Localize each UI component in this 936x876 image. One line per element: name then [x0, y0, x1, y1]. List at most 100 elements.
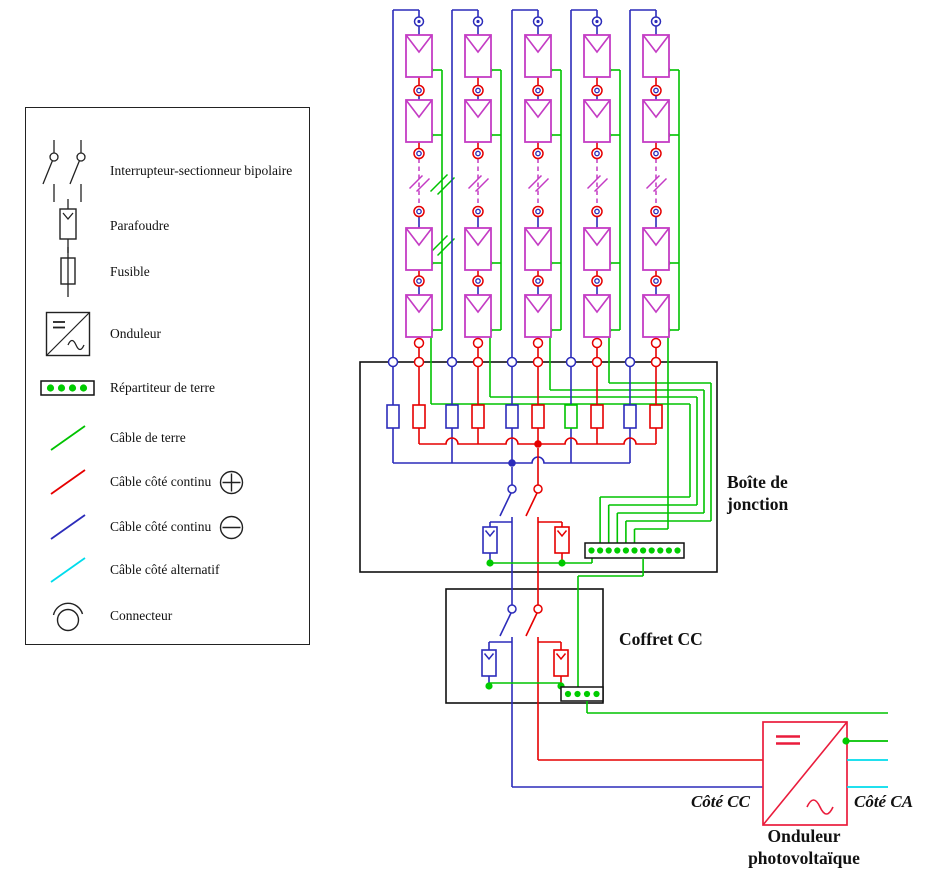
- earth-bar-dot: [622, 547, 630, 554]
- legend-symbol: [26, 421, 110, 455]
- break-mark: [527, 174, 543, 190]
- pv-module: [583, 227, 611, 271]
- connector-icon: [472, 356, 484, 368]
- legend-item-label: Câble de terre: [110, 430, 186, 446]
- pv-module: [464, 34, 492, 78]
- break-mark: [474, 177, 490, 193]
- connector-icon: [591, 337, 603, 349]
- fuse: [623, 404, 637, 429]
- legend-symbol: [26, 245, 110, 299]
- legend-symbol: [26, 510, 110, 544]
- connector-icon: [654, 19, 658, 24]
- fuse: [471, 404, 485, 429]
- connector-icon: [475, 208, 481, 215]
- pv-module-chevron: [524, 34, 552, 54]
- legend-item-label: Câble côté continu: [110, 519, 212, 535]
- pv-module: [583, 34, 611, 78]
- pv-module: [524, 34, 552, 78]
- switch-disconnector: [533, 604, 543, 614]
- dc-side-label: Côté CC: [690, 792, 750, 811]
- connector-icon: [476, 19, 480, 24]
- earth-bar-dot: [597, 547, 604, 554]
- connector-icon: [653, 278, 659, 284]
- legend-item-label: Interrupteur-sectionneur bipolaire: [110, 163, 293, 179]
- earth-bar-dot: [583, 690, 591, 698]
- connector-icon: [653, 208, 659, 215]
- earth-bar-dot: [674, 547, 681, 554]
- connector-icon: [532, 356, 544, 368]
- connector-icon: [594, 87, 600, 94]
- break-mark: [429, 234, 449, 254]
- earth-bar-dot: [564, 690, 572, 698]
- connector-icon: [472, 337, 484, 349]
- earth-bar-dot: [593, 690, 600, 698]
- pv-module-chevron: [524, 227, 552, 247]
- connector-icon: [535, 87, 541, 94]
- pv-module-chevron: [583, 34, 611, 54]
- break-mark: [415, 177, 431, 193]
- earth-junction-dot: [485, 682, 493, 690]
- dc-box-outline: [445, 588, 604, 704]
- bus-junction-dot: [508, 459, 516, 467]
- legend-item-earth-cable: Câble de terre: [26, 416, 309, 460]
- switch-disconnector: [533, 484, 543, 494]
- earth-bar-dot: [574, 690, 581, 698]
- legend-item-label: Répartiteur de terre: [110, 380, 215, 396]
- fuse: [590, 404, 604, 429]
- break-mark: [534, 177, 550, 193]
- legend-item-switch-bipolar: Interrupteur-sectionneur bipolaire: [26, 134, 309, 208]
- switch-blade: [525, 492, 538, 517]
- pv-module: [464, 227, 492, 271]
- pv-module-chevron: [405, 294, 433, 314]
- pv-module-chevron: [405, 99, 433, 119]
- fuse-icon: [60, 247, 76, 297]
- connector-icon: [475, 150, 481, 157]
- pv-string-2: [445, 9, 698, 543]
- pv-module: [642, 34, 670, 78]
- pv-module: [524, 294, 552, 338]
- fuse: [531, 404, 545, 429]
- connector-icon: [446, 356, 458, 368]
- bus-junction-dot: [534, 440, 542, 448]
- connector-icon: [506, 356, 518, 368]
- connector-icon: [416, 278, 422, 284]
- legend-item-dc-cable-minus: Câble côté continu: [26, 505, 309, 549]
- pv-module: [405, 227, 433, 271]
- fuse: [386, 404, 400, 429]
- minus-circle-icon: [220, 515, 244, 539]
- ac-cable-icon: [50, 557, 86, 583]
- connector-icon: [416, 87, 422, 94]
- switch-blade: [499, 612, 512, 637]
- break-mark: [467, 174, 483, 190]
- earth-bar-dot: [665, 547, 673, 554]
- legend-item-inverter: Onduleur: [26, 306, 309, 362]
- inverter-diagonal: [762, 721, 848, 826]
- pv-module-chevron: [464, 294, 492, 314]
- pv-module-chevron: [642, 294, 670, 314]
- legend-symbol: [26, 594, 110, 638]
- pv-module: [464, 294, 492, 338]
- connector-icon: [624, 356, 636, 368]
- pv-module-chevron: [405, 34, 433, 54]
- earth-cable-icon: [50, 425, 86, 451]
- legend-item-label: Parafoudre: [110, 218, 170, 234]
- pv-module-chevron: [642, 99, 670, 119]
- connector-icon: [416, 150, 422, 157]
- earth-bar-dot: [631, 547, 638, 554]
- inverter-icon: [45, 311, 91, 357]
- legend-item-label: Câble côté alternatif: [110, 562, 220, 578]
- earth-distributor-icon: [40, 380, 95, 396]
- legend-item-fuse: Fusible: [26, 245, 309, 299]
- junction-box-label: Boîte de jonction: [727, 472, 789, 515]
- pv-module: [642, 227, 670, 271]
- legend-symbol: [26, 553, 110, 587]
- pv-string-1: [386, 9, 691, 543]
- break-mark: [429, 173, 449, 193]
- plus-circle-icon: [220, 470, 244, 494]
- connector-icon: [413, 337, 425, 349]
- pv-string-5: [623, 9, 680, 543]
- connector-icon: [594, 208, 600, 215]
- break-mark: [593, 177, 609, 193]
- switch-bipolar-icon: [42, 140, 86, 202]
